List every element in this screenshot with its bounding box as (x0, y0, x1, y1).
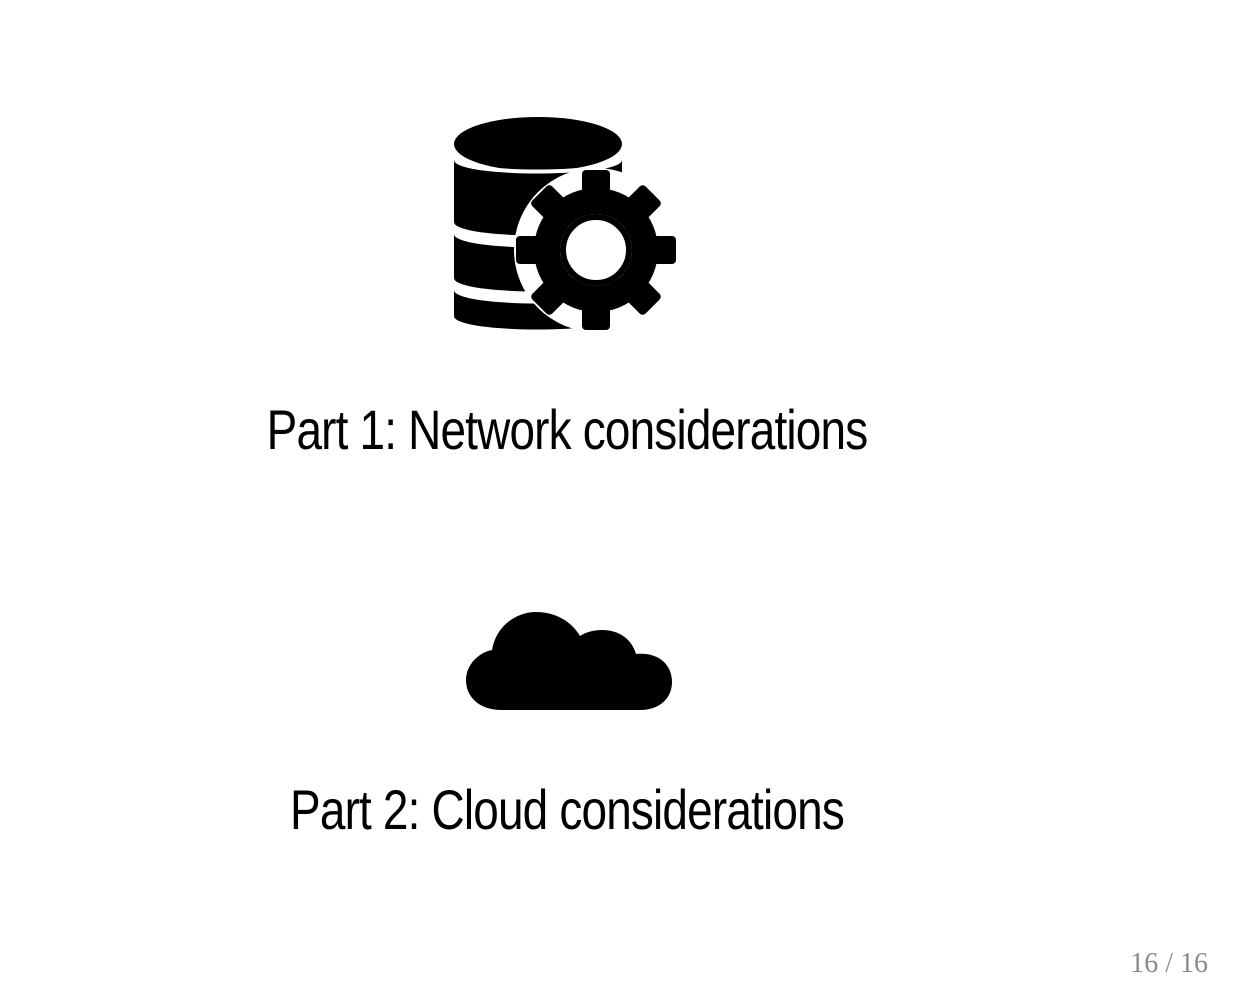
page-indicator: 16 / 16 (1130, 948, 1208, 979)
cloud-icon (466, 612, 672, 710)
part1-title: Part 1: Network considerations (266, 398, 869, 461)
part2-title: Part 2: Cloud considerations (290, 778, 845, 841)
database-gear-icon (454, 117, 678, 332)
